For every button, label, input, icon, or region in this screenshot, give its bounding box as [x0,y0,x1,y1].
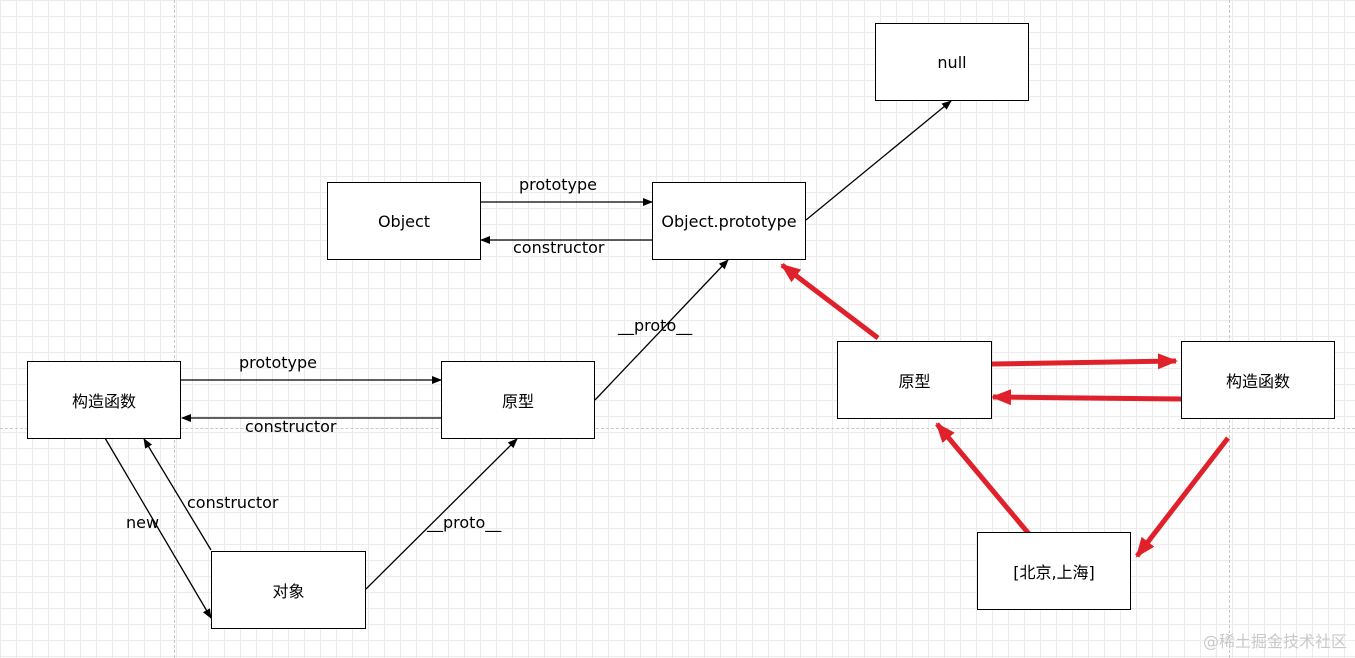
array-instance-node-label: [北京,上海] [1013,563,1095,582]
object-prototype-node-label: Object.prototype [661,211,797,231]
prototype-node-left: 原型 [441,361,595,439]
array-instance-node: [北京,上海] [977,532,1131,610]
label-new: new [126,513,160,532]
guide-line-horizontal [0,428,1355,429]
label-instance-proto: __proto__ [427,513,502,532]
label-proto-to-objproto: __proto__ [618,316,693,335]
constructor-node-right: 构造函数 [1181,341,1335,419]
edge-objproto-null [805,100,952,221]
prototype-node-right: 原型 [837,341,992,419]
red-arrow-array-to-proto [935,422,1031,536]
label-proto-constructor: constructor [245,417,337,436]
guide-line-vertical [174,0,175,658]
red-arrow-ctor-to-array [1135,436,1230,558]
object-node-label: Object [377,211,431,231]
object-node: Object [327,182,481,260]
guide-line-vertical-right [1229,0,1230,658]
watermark: @稀土掘金技术社区 [1202,632,1347,651]
edge-new [104,437,212,619]
constructor-node-left-label: 构造函数 [71,392,136,411]
red-arrow-proto-to-objproto [780,263,880,340]
instance-node-label: 对象 [272,582,305,601]
object-prototype-node: Object.prototype [652,182,806,260]
red-arrow-ctor-to-proto [991,389,1183,406]
instance-node: 对象 [211,551,366,629]
edge-instance-proto [365,438,518,590]
prototype-node-right-label: 原型 [898,372,931,391]
edge-instance-constructor [143,438,212,551]
constructor-node-right-label: 构造函数 [1225,372,1290,391]
label-object-constructor: constructor [513,238,605,257]
label-ctor-prototype: prototype [239,353,317,372]
null-node: null [875,23,1029,101]
edge-proto-objproto [594,259,729,401]
null-node-label: null [937,52,967,72]
red-arrow-proto-to-ctor [991,353,1178,370]
prototype-node-left-label: 原型 [501,392,534,411]
label-instance-constructor: constructor [187,493,279,512]
constructor-node-left: 构造函数 [27,361,181,439]
label-object-prototype: prototype [519,175,597,194]
